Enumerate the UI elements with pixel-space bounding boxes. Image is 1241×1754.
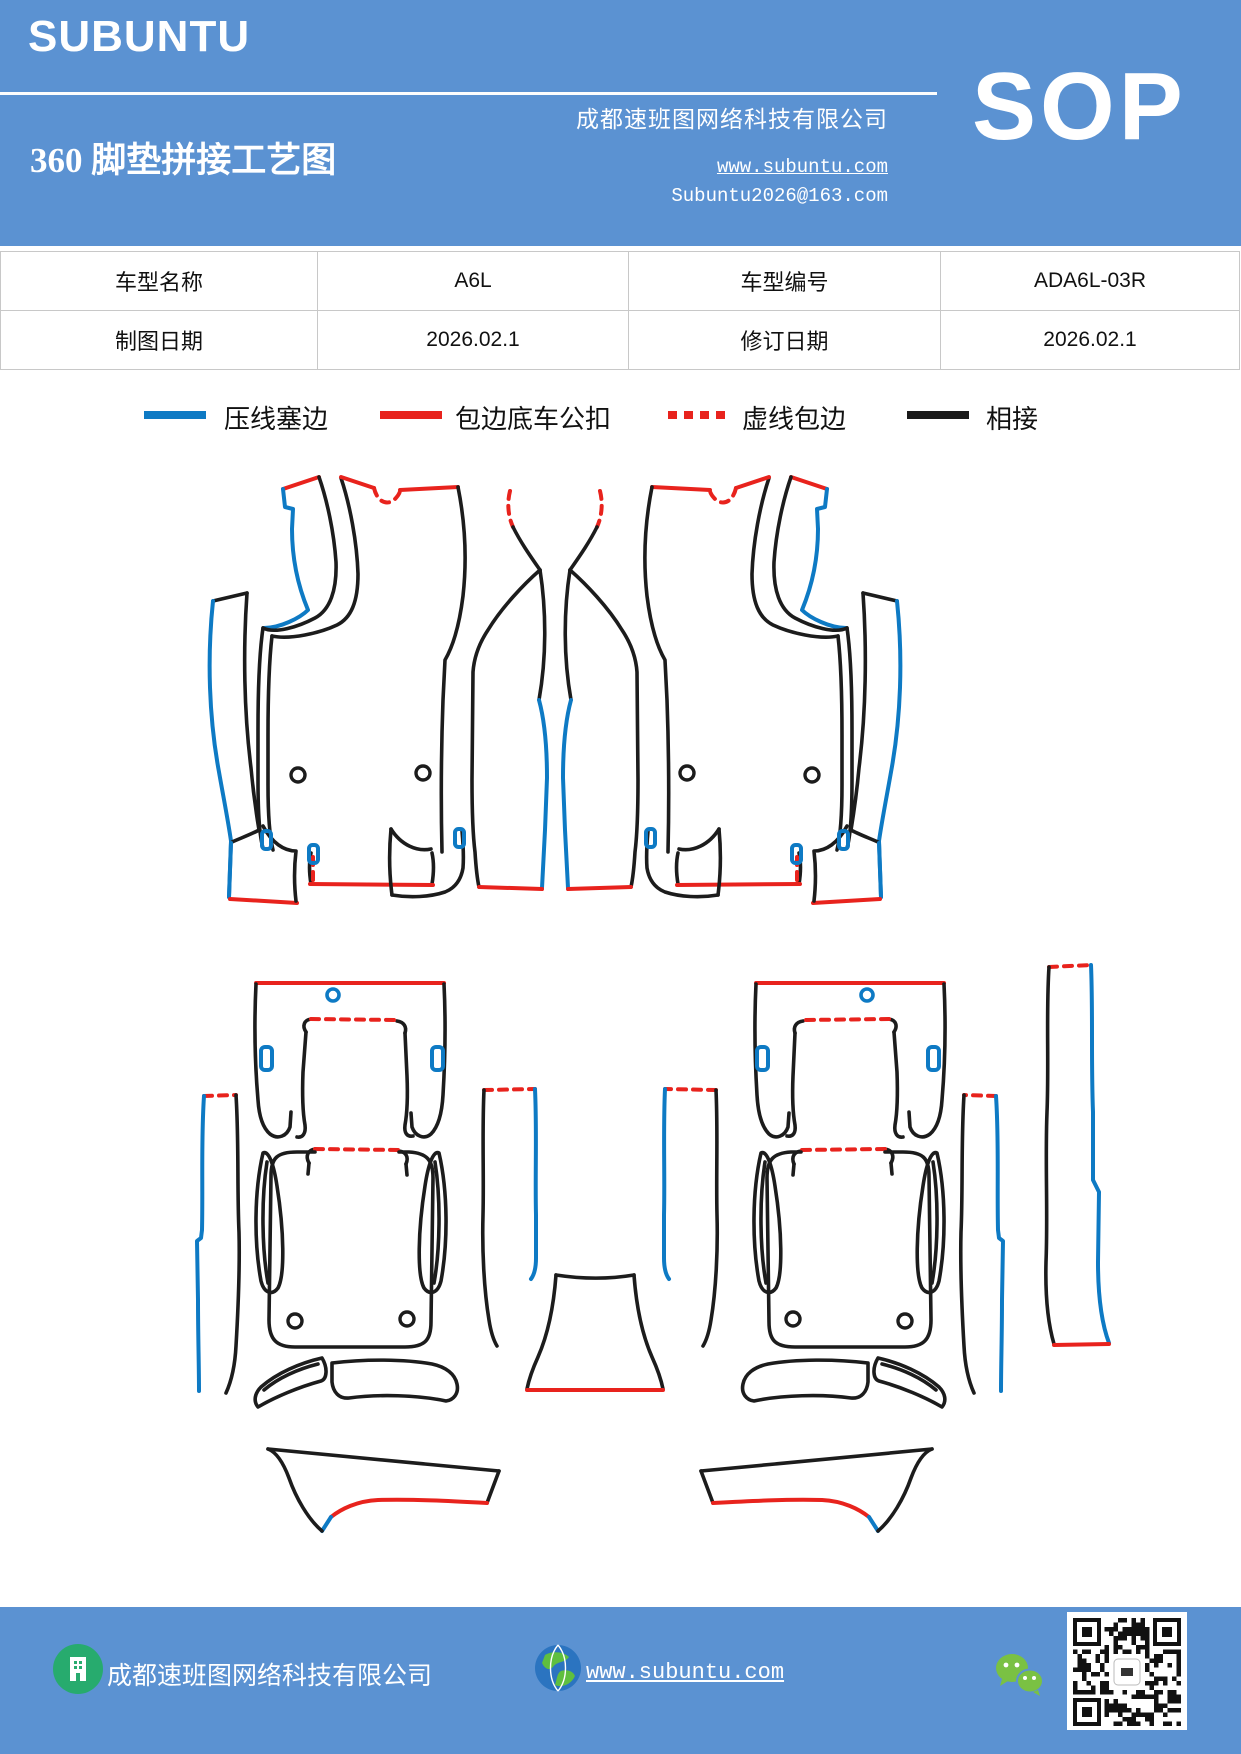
table-cell: 2026.02.1 — [941, 311, 1240, 370]
table-cell: ADA6L-03R — [941, 252, 1240, 311]
legend-swatch-red — [380, 411, 442, 419]
qr-code — [1067, 1612, 1187, 1730]
legend-swatch-blue — [144, 411, 206, 419]
legend-label: 相接 — [986, 405, 1039, 434]
rear-mat-right — [662, 981, 1005, 1533]
table-cell: A6L — [318, 252, 629, 311]
footer-company: 成都速班图网络科技有限公司 — [107, 1663, 433, 1690]
building-icon — [53, 1644, 103, 1694]
header-website-link[interactable]: www.subuntu.com — [716, 156, 888, 178]
table-cell: 车型名称 — [1, 252, 318, 311]
table-cell: 车型编号 — [629, 252, 941, 311]
legend-label: 压线塞边 — [224, 405, 329, 434]
brand-logo: SUBUNTU — [28, 12, 251, 61]
footer-website-link[interactable]: www.subuntu.com — [586, 1660, 785, 1685]
front-mat-right — [561, 475, 903, 905]
header-company: 成都速班图网络科技有限公司 — [576, 107, 888, 132]
legend-label: 虚线包边 — [742, 405, 847, 434]
globe-icon — [533, 1643, 583, 1693]
wechat-icon — [992, 1650, 1048, 1700]
page-header: SUBUNTU 360 脚垫拼接工艺图 成都速班图网络科技有限公司 www.su… — [0, 0, 1241, 246]
centre-tunnel-piece — [525, 1273, 665, 1392]
header-email: Subuntu2026@163.com — [671, 185, 888, 207]
page-title: 360 脚垫拼接工艺图 — [30, 141, 337, 180]
header-divider — [0, 92, 937, 95]
legend-swatch-black — [907, 411, 969, 419]
sop-badge: SOP — [972, 53, 1187, 160]
table-cell: 制图日期 — [1, 311, 318, 370]
right-sill-strip — [1044, 963, 1111, 1347]
legend-label: 包边底车公扣 — [455, 405, 612, 434]
vehicle-info-table: 车型名称 A6L 车型编号 ADA6L-03R 制图日期 2026.02.1 修… — [0, 251, 1240, 370]
mat-pattern-diagram — [195, 475, 1111, 1533]
legend-swatch-dashed-red — [668, 411, 730, 419]
front-mat-left — [207, 475, 549, 905]
rear-mat-left — [195, 981, 538, 1533]
table-cell: 修订日期 — [629, 311, 941, 370]
table-cell: 2026.02.1 — [318, 311, 629, 370]
